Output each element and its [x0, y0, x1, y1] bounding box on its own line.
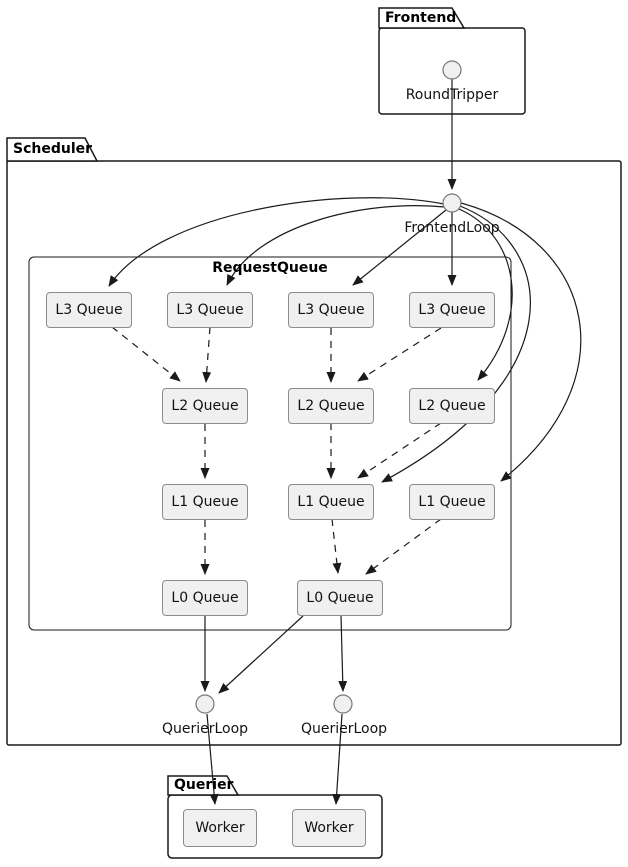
- scheduler-package-title: Scheduler: [13, 141, 93, 157]
- edge-frontendloop-to-l1-queue-3: [460, 202, 582, 482]
- edge-frontendloop-to-l2-queue-3: [458, 208, 513, 381]
- l0-queue-node-2: L0 Queue: [297, 580, 383, 616]
- querierloop-2-label: QuerierLoop: [300, 721, 388, 737]
- edge-l0-queue-2-to-querierloop-1: [218, 615, 304, 694]
- request-queue-container: [28, 256, 512, 631]
- edge-frontendloop-to-l3-queue-1: [108, 197, 445, 287]
- request-queue-title: RequestQueue: [212, 260, 328, 276]
- l2-queue-node-1: L2 Queue: [162, 388, 248, 424]
- frontendloop-label: FrontendLoop: [404, 220, 500, 236]
- querier-package-title: Querier: [174, 777, 234, 793]
- l3-queue-node-2: L3 Queue: [167, 292, 253, 328]
- edge-l0-queue-2-to-querierloop-2: [338, 615, 348, 692]
- edge-frontendloop-to-l3-queue-2: [226, 205, 446, 286]
- dashed-edge-l3-queue-4-to-l2-queue-2: [357, 327, 442, 382]
- frontend-package-tab: [378, 7, 466, 29]
- edge-querierloop-1-to-worker-1: [206, 713, 219, 805]
- l1-queue-node-1: L1 Queue: [162, 484, 248, 520]
- roundtripper-label: RoundTripper: [405, 87, 499, 103]
- querierloop-1-label: QuerierLoop: [161, 721, 249, 737]
- dashed-edge-l3-queue-2-to-l2-queue-1: [202, 326, 212, 383]
- l3-queue-node-4: L3 Queue: [409, 292, 495, 328]
- dashed-edge-l1-queue-2-to-l0-queue-2: [331, 518, 342, 574]
- edge-frontendloop-to-l1-queue-2: [381, 205, 531, 483]
- l3-queue-node-3: L3 Queue: [288, 292, 374, 328]
- l2-queue-node-3: L2 Queue: [409, 388, 495, 424]
- dashed-edge-l3-queue-1-to-l2-queue-1: [111, 326, 181, 382]
- worker-node-1: Worker: [183, 809, 257, 847]
- l3-queue-node-1: L3 Queue: [46, 292, 132, 328]
- l0-queue-node-1: L0 Queue: [162, 580, 248, 616]
- roundtripper-interface-circle: [442, 60, 462, 80]
- worker-node-2: Worker: [292, 809, 366, 847]
- dashed-edge-l2-queue-3-to-l1-queue-2: [357, 422, 442, 479]
- frontendloop-interface-circle: [442, 193, 462, 213]
- edge-frontendloop-to-l3-queue-3: [352, 209, 447, 286]
- frontend-package-title: Frontend: [385, 10, 457, 26]
- querierloop-1-interface-circle: [195, 694, 215, 714]
- dashed-edge-l1-queue-3-to-l0-queue-2: [365, 518, 442, 575]
- l1-queue-node-3: L1 Queue: [409, 484, 495, 520]
- scheduler-package-tab: [6, 137, 99, 162]
- l2-queue-node-2: L2 Queue: [288, 388, 374, 424]
- l1-queue-node-2: L1 Queue: [288, 484, 374, 520]
- edge-querierloop-2-to-worker-2: [332, 713, 343, 805]
- querierloop-2-interface-circle: [333, 694, 353, 714]
